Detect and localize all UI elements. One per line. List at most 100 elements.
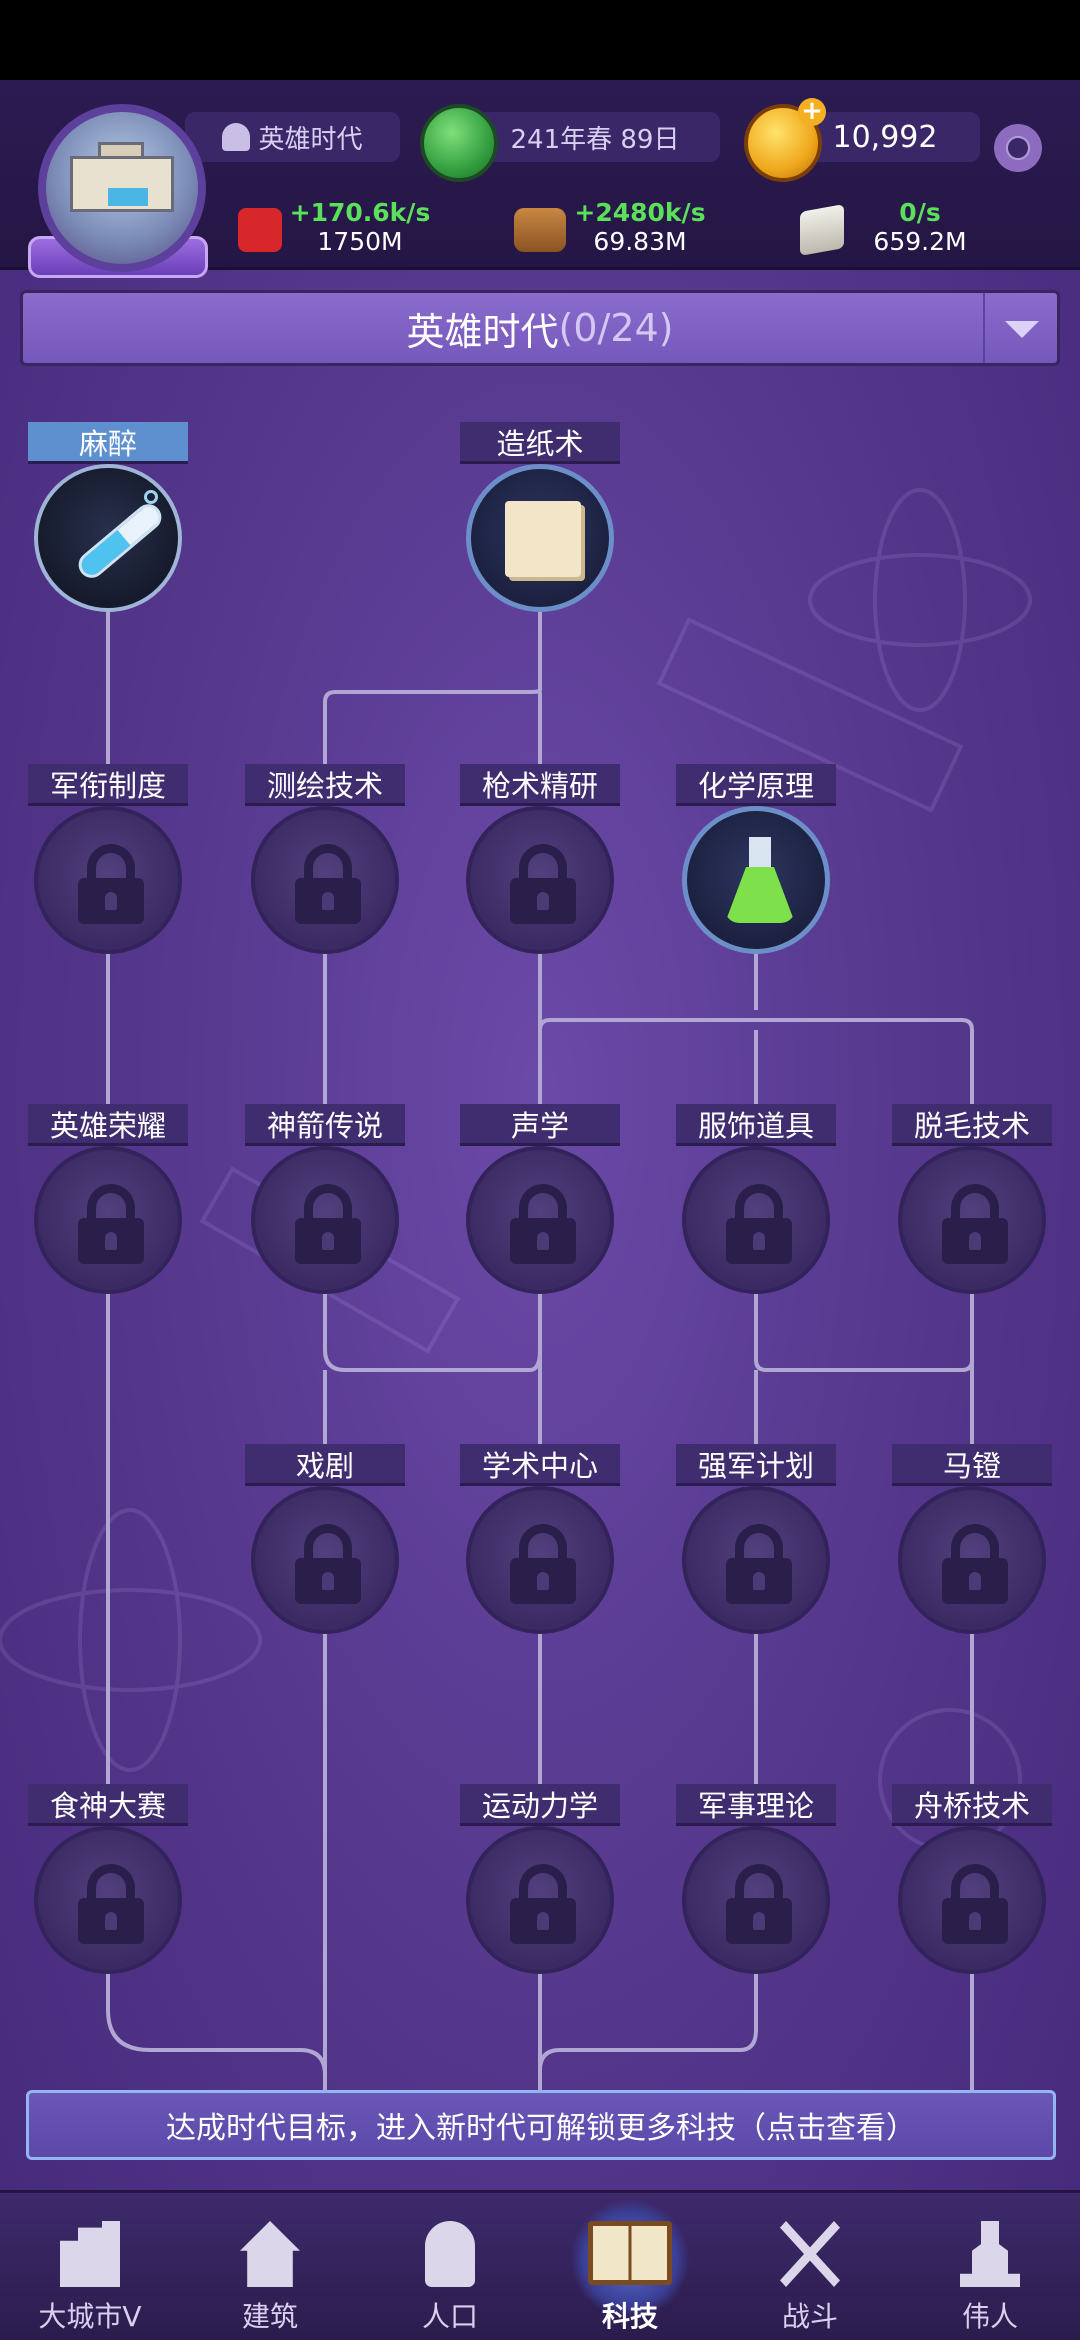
tech-label: 学术中心 (460, 1444, 620, 1486)
tech-label: 声学 (460, 1104, 620, 1146)
food-resource: +170.6k/s 1750M (289, 198, 431, 256)
tech-label: 马镫 (892, 1444, 1052, 1486)
date-pill: 241年春 89日 (470, 112, 720, 162)
bottom-nav: 大城市V 建筑 人口 科技 战斗 伟人 (0, 2190, 1080, 2340)
nav-city[interactable]: 大城市V (0, 2193, 180, 2340)
lock-icon (898, 1146, 1046, 1294)
tech-node-shenjianchuanshuo[interactable]: 神箭传说 (245, 1104, 405, 1314)
tech-node-zhouqiaojishu[interactable]: 舟桥技术 (892, 1784, 1052, 1994)
tech-node-zaozhishu[interactable]: 造纸术 (460, 422, 620, 632)
nav-label: 人口 (421, 2300, 478, 2333)
tech-node-qiangshujingyan[interactable]: 枪术精研 (460, 764, 620, 974)
stone-resource: 0/s 659.2M (873, 198, 967, 256)
statue-icon (960, 2221, 1020, 2287)
tech-label: 军衔制度 (28, 764, 188, 806)
tech-label: 脱毛技术 (892, 1104, 1052, 1146)
lock-icon (682, 1486, 830, 1634)
date-label: 241年春 89日 (510, 124, 680, 155)
city-avatar[interactable] (38, 104, 206, 272)
top-header: 英雄时代 241年春 89日 10,992 + +170.6k/s 1750M … (0, 80, 1080, 278)
leaf-icon[interactable] (420, 104, 498, 182)
nav-great-people[interactable]: 伟人 (900, 2193, 1080, 2340)
lock-icon (682, 1826, 830, 1974)
tech-label: 军事理论 (676, 1784, 836, 1826)
nav-battle[interactable]: 战斗 (720, 2193, 900, 2340)
person-icon (425, 2221, 475, 2287)
tech-node-shengxue[interactable]: 声学 (460, 1104, 620, 1314)
flask-icon (682, 806, 830, 954)
tech-node-madeng[interactable]: 马镫 (892, 1444, 1052, 1654)
tech-node-shishendasai[interactable]: 食神大赛 (28, 1784, 188, 1994)
era-progress: (0/24) (558, 306, 674, 350)
tech-node-tuomaojishu[interactable]: 脱毛技术 (892, 1104, 1052, 1314)
era-title: 英雄时代 (406, 309, 559, 354)
banner-text: 达成时代目标，进入新时代可解锁更多科技（点击查看） (166, 2111, 916, 2146)
tech-node-mazui[interactable]: 麻醉 (28, 422, 188, 632)
gold-amount: 10,992 (832, 119, 938, 155)
tech-node-yundonglixue[interactable]: 运动力学 (460, 1784, 620, 1994)
lock-icon (466, 806, 614, 954)
tech-label: 运动力学 (460, 1784, 620, 1826)
nav-technology[interactable]: 科技 (540, 2193, 720, 2340)
lock-icon (898, 1826, 1046, 1974)
tech-label: 神箭传说 (245, 1104, 405, 1146)
add-gold-icon[interactable]: + (798, 98, 826, 126)
tech-node-xueshuzhongxin[interactable]: 学术中心 (460, 1444, 620, 1654)
tech-label: 舟桥技术 (892, 1784, 1052, 1826)
tech-label: 测绘技术 (245, 764, 405, 806)
nav-building[interactable]: 建筑 (180, 2193, 360, 2340)
tech-label: 枪术精研 (460, 764, 620, 806)
wood-icon (514, 208, 566, 252)
tree-connectors (106, 610, 974, 2090)
lock-icon (682, 1146, 830, 1294)
lock-icon (34, 1826, 182, 1974)
lock-icon (34, 1146, 182, 1294)
lock-icon (466, 1486, 614, 1634)
tech-label: 服饰道具 (676, 1104, 836, 1146)
tech-node-junxianzhidu[interactable]: 军衔制度 (28, 764, 188, 974)
nav-label: 科技 (601, 2300, 658, 2333)
tech-label: 化学原理 (676, 764, 836, 806)
book-icon (588, 2221, 672, 2285)
wood-resource: +2480k/s 69.83M (574, 198, 706, 256)
era-label: 英雄时代 (258, 124, 363, 155)
house-icon (240, 2221, 300, 2287)
era-pill[interactable]: 英雄时代 (185, 112, 400, 162)
tech-label: 英雄荣耀 (28, 1104, 188, 1146)
lock-icon (466, 1146, 614, 1294)
era-selector[interactable]: 英雄时代 (0/24) (20, 290, 1060, 366)
tech-label: 强军计划 (676, 1444, 836, 1486)
tech-label: 食神大赛 (28, 1784, 188, 1826)
tech-label: 麻醉 (28, 422, 188, 464)
nav-label: 伟人 (961, 2300, 1018, 2333)
tech-node-yingxiongrongyao[interactable]: 英雄荣耀 (28, 1104, 188, 1314)
apple-icon (238, 208, 282, 252)
nav-label: 战斗 (781, 2300, 838, 2333)
paper-icon (466, 464, 614, 612)
settings-gear-icon[interactable] (990, 120, 1046, 176)
tech-node-fushidaoju[interactable]: 服饰道具 (676, 1104, 836, 1314)
tech-node-junshililun[interactable]: 军事理论 (676, 1784, 836, 1994)
lock-icon (466, 1826, 614, 1974)
tech-node-qiangjunjihua[interactable]: 强军计划 (676, 1444, 836, 1654)
tech-node-huaxueyuanli[interactable]: 化学原理 (676, 764, 836, 974)
lock-icon (251, 806, 399, 954)
lock-icon (251, 1486, 399, 1634)
tech-label: 造纸术 (460, 422, 620, 464)
lock-icon (34, 806, 182, 954)
lock-icon (898, 1486, 1046, 1634)
app-screen: 英雄时代 241年春 89日 10,992 + +170.6k/s 1750M … (0, 80, 1080, 2340)
next-era-banner[interactable]: 达成时代目标，进入新时代可解锁更多科技（点击查看） (26, 2090, 1056, 2160)
test-tube-icon (34, 464, 182, 612)
tech-node-cehuijishu[interactable]: 测绘技术 (245, 764, 405, 974)
tech-node-xiju[interactable]: 戏剧 (245, 1444, 405, 1654)
tech-label: 戏剧 (245, 1444, 405, 1486)
status-bar (0, 0, 1080, 80)
nav-label: 建筑 (241, 2300, 298, 2333)
chevron-down-icon[interactable] (983, 293, 1057, 363)
tech-tree: 麻醉 造纸术 军衔制度 测绘技术 枪术精研 化学原理 (0, 80, 1080, 2340)
nav-label: 大城市V (38, 2300, 142, 2333)
lock-icon (251, 1146, 399, 1294)
city-icon (60, 2221, 120, 2287)
nav-population[interactable]: 人口 (360, 2193, 540, 2340)
